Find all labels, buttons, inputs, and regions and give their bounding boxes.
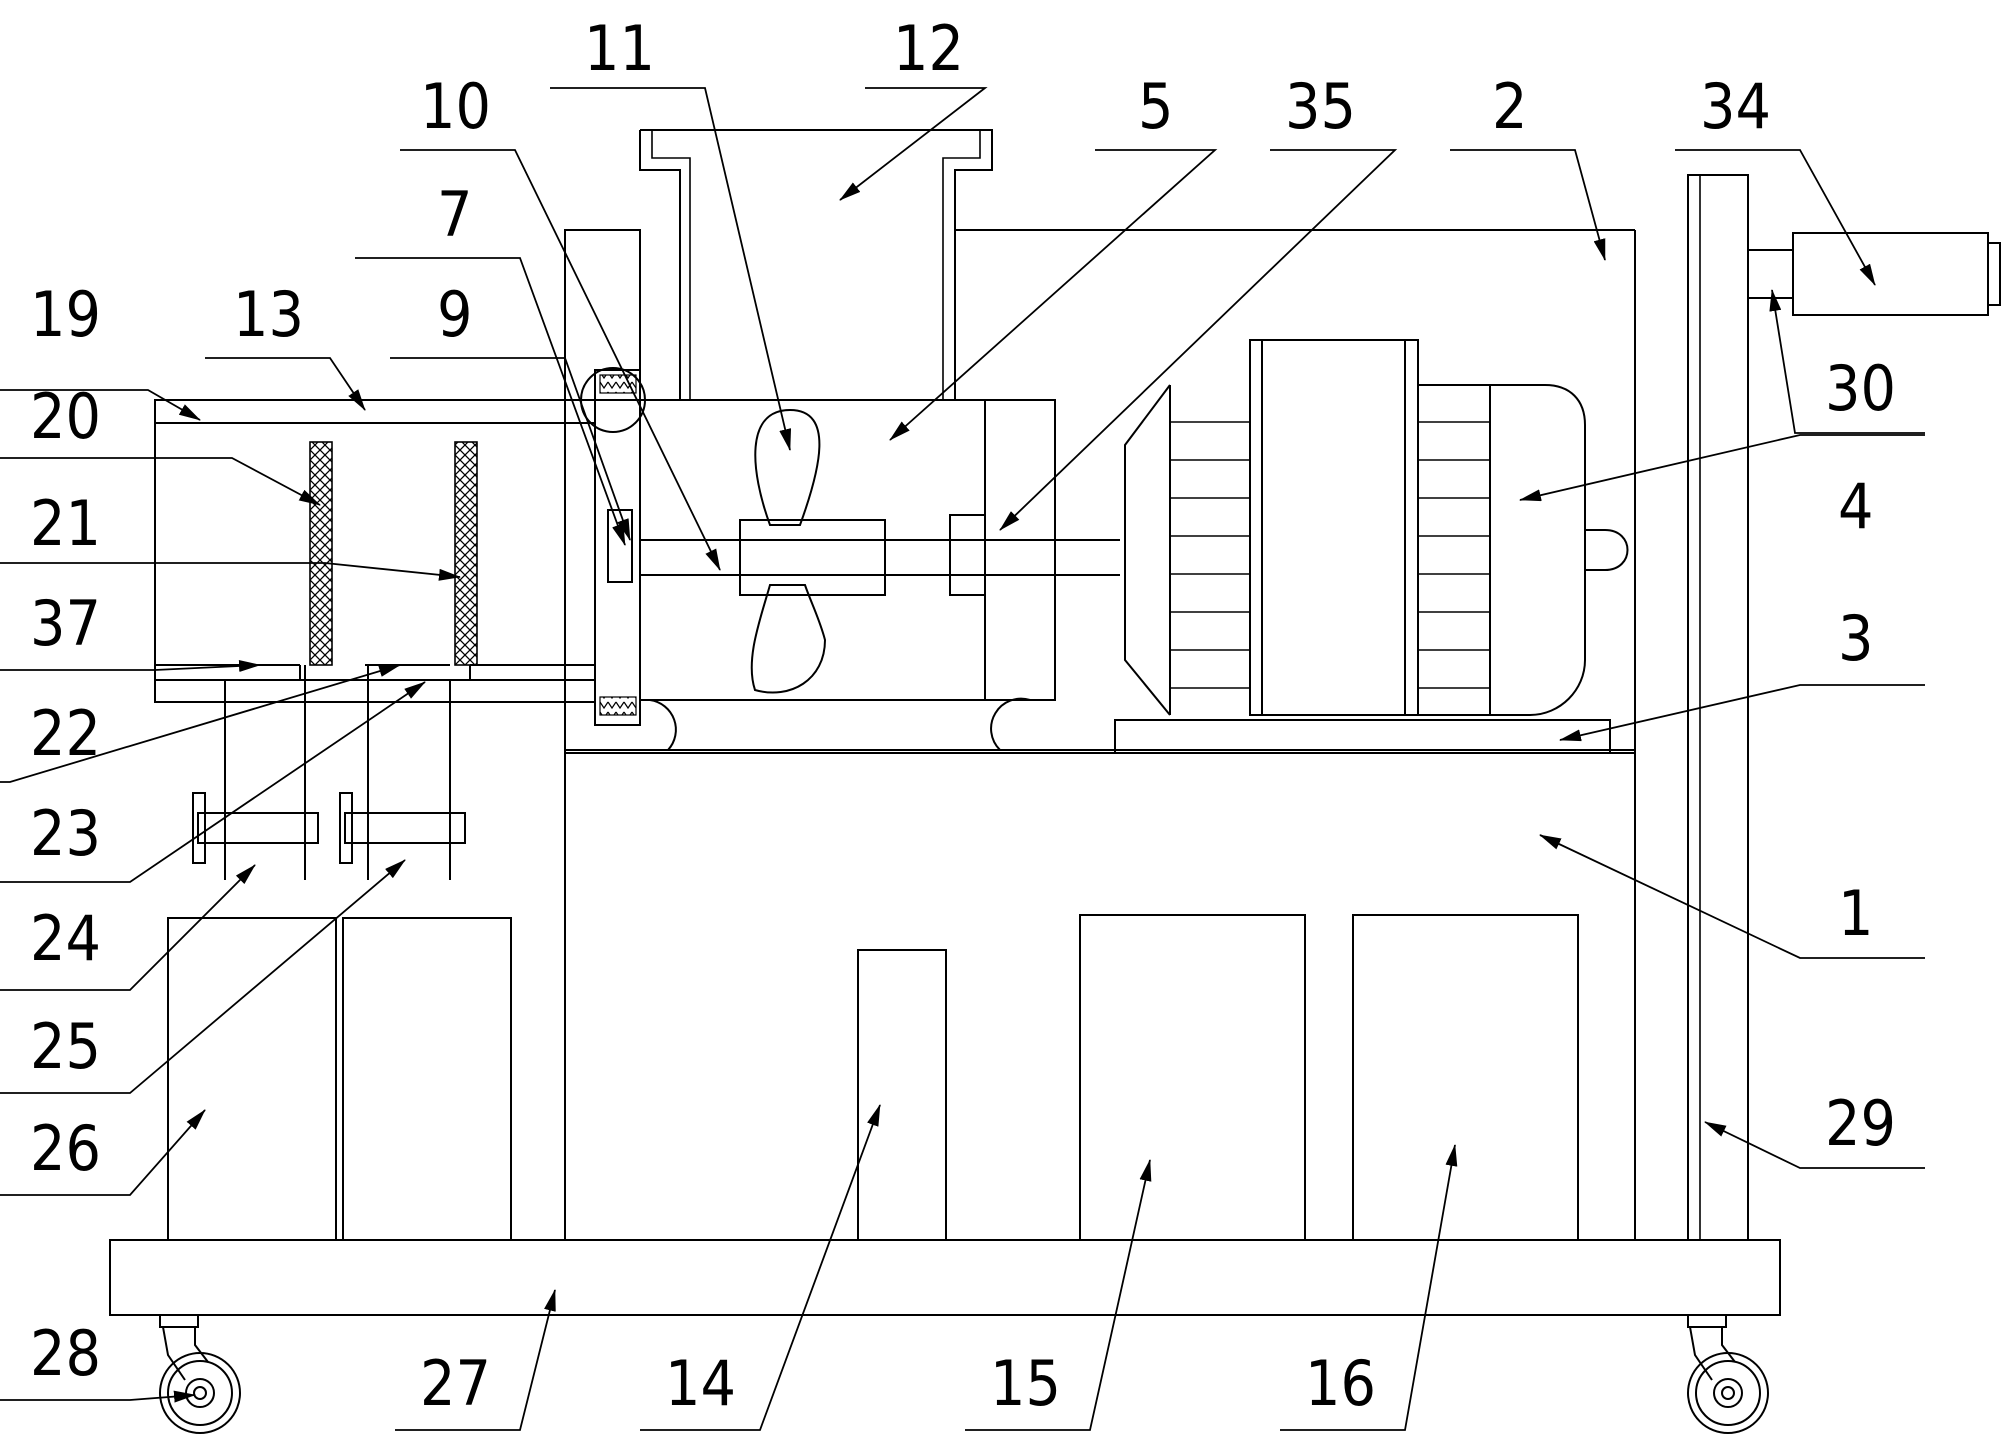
drying-box-13 (154, 399, 596, 703)
label-23: 23 (30, 797, 101, 870)
filter-screen-20 (309, 441, 333, 666)
label-35: 35 (1285, 70, 1356, 143)
valve-25 (339, 792, 466, 864)
label-3: 3 (1838, 602, 1873, 675)
label-21: 21 (30, 487, 101, 560)
screen-plate-7 (580, 367, 646, 726)
label-15: 15 (990, 1347, 1061, 1420)
discharge-pipe-24 (367, 665, 451, 880)
base-plate-27 (109, 1239, 1781, 1316)
label-13: 13 (233, 278, 304, 351)
motor-4 (1114, 339, 1629, 754)
reference-labels: 11 12 10 5 35 2 34 7 19 13 9 30 20 4 21 … (30, 12, 1896, 1420)
handle-post-29 (1687, 174, 1749, 1241)
cabinet-16 (1352, 914, 1579, 1241)
cabinet-14 (857, 949, 947, 1241)
caster-wheel-right (1687, 1314, 1769, 1434)
label-9: 9 (437, 278, 472, 351)
label-7: 7 (437, 178, 472, 251)
label-4: 4 (1838, 470, 1873, 543)
frame-1 (564, 229, 1636, 1240)
collection-bin-26 (167, 917, 512, 1241)
label-37: 37 (30, 587, 101, 660)
motor-fins (1170, 421, 1490, 689)
label-22: 22 (30, 697, 101, 770)
label-29: 29 (1825, 1087, 1896, 1160)
label-30: 30 (1825, 352, 1896, 425)
label-16: 16 (1305, 1347, 1376, 1420)
cabinet-15 (1079, 914, 1306, 1241)
shaft-10 (640, 514, 1120, 596)
label-27: 27 (420, 1347, 491, 1420)
caster-wheel-left-28 (159, 1314, 241, 1434)
label-24: 24 (30, 902, 101, 975)
crushing-blade-11 (750, 408, 827, 694)
label-5: 5 (1138, 70, 1173, 143)
label-11: 11 (584, 12, 655, 85)
label-1: 1 (1838, 877, 1873, 950)
label-20: 20 (30, 380, 101, 453)
label-19: 19 (30, 278, 101, 351)
label-14: 14 (665, 1347, 736, 1420)
label-34: 34 (1700, 70, 1771, 143)
label-12: 12 (893, 12, 964, 85)
leader-lines (0, 87, 1925, 1431)
valve-24 (192, 792, 319, 864)
label-28: 28 (30, 1317, 101, 1390)
hopper-12 (564, 129, 993, 401)
label-25: 25 (30, 1010, 101, 1083)
label-2: 2 (1492, 70, 1527, 143)
handle-grip-34 (1747, 232, 2001, 316)
discharge-pipe-23 (224, 665, 306, 880)
label-26: 26 (30, 1112, 101, 1185)
filter-screen-21 (454, 441, 478, 666)
label-10: 10 (420, 70, 491, 143)
